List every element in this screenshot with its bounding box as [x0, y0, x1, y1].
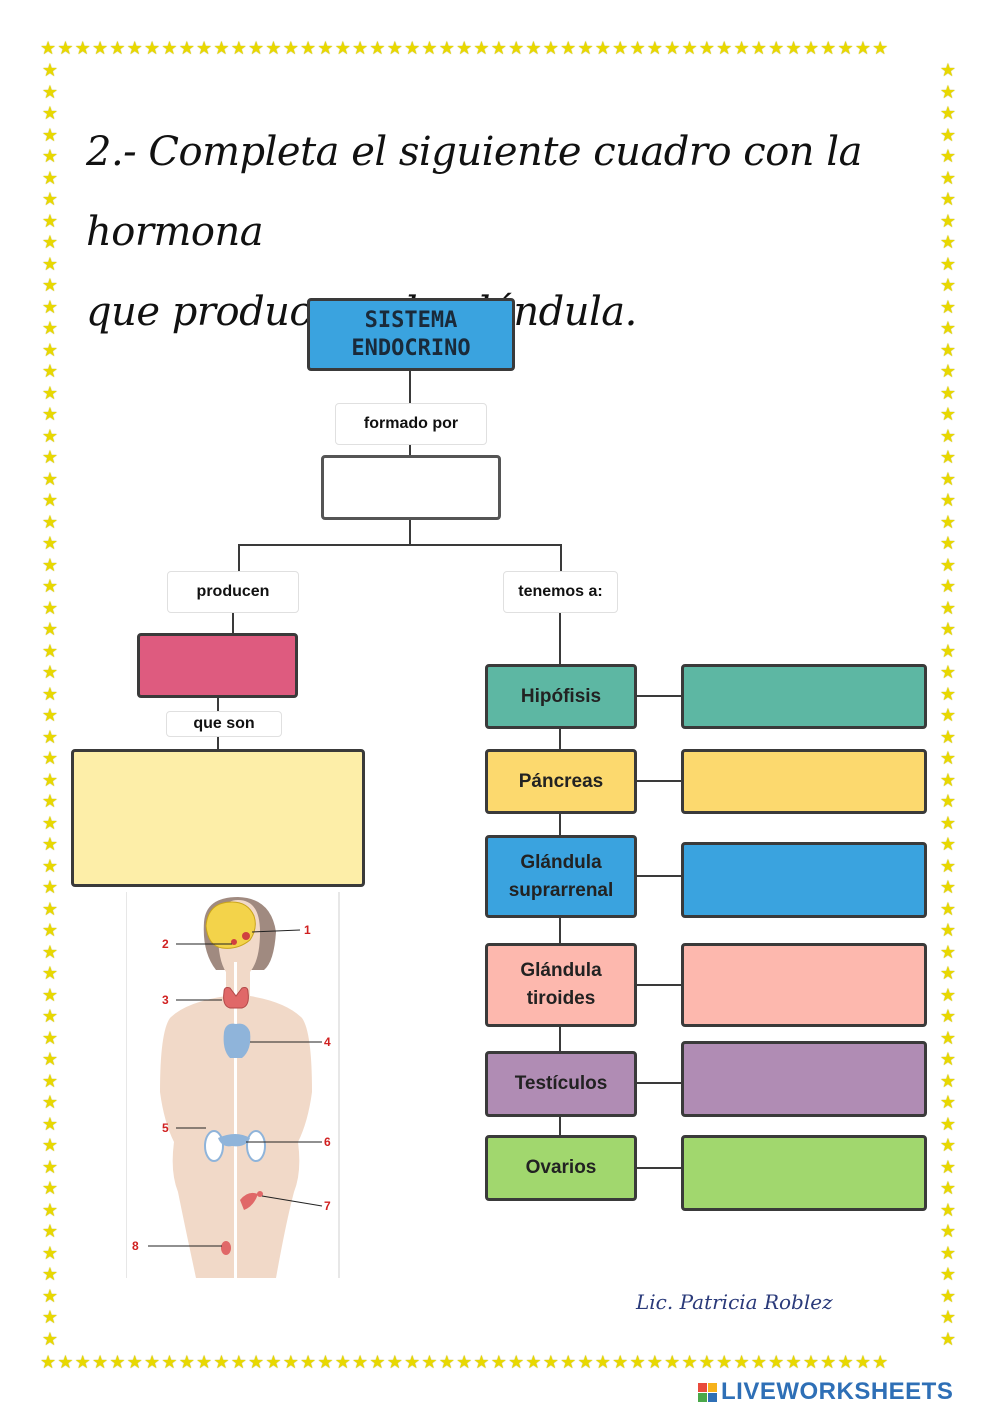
liveworksheets-brand[interactable]: LIVEWORKSHEETS	[698, 1378, 953, 1406]
figure-number-2: 2	[162, 937, 169, 951]
gland-pancreas: Páncreas	[485, 749, 637, 814]
gland-suprarrenal: Glándula suprarrenal	[485, 835, 637, 918]
liveworksheets-logo-icon	[698, 1382, 717, 1402]
gland-tiroides-label: Glándula tiroides	[520, 960, 602, 1009]
gland-hipofisis: Hipófisis	[485, 664, 637, 729]
figure-number-6: 6	[324, 1135, 331, 1149]
gland-ovarios: Ovarios	[485, 1135, 637, 1201]
star-border-bottom: ★★★★★★★★★★★★★★★★★★★★★★★★★★★★★★★★★★★★★★★★…	[40, 1352, 890, 1372]
connector-gland-3	[636, 875, 684, 877]
connector-gland-2	[636, 780, 684, 782]
gland-testiculos: Testículos	[485, 1051, 637, 1117]
gland-suprarrenal-label: Glándula suprarrenal	[508, 851, 614, 901]
label-tenemos: tenemos a:	[503, 571, 618, 613]
answer-box-definicion[interactable]	[71, 749, 365, 887]
connector-horizontal	[238, 544, 562, 546]
gland-ovarios-label: Ovarios	[525, 1157, 597, 1178]
brand-name: LIVEWORKSHEETS	[721, 1378, 954, 1405]
label-producen: producen	[167, 571, 299, 613]
answer-box-hormonas[interactable]	[137, 633, 298, 698]
connector-gland-5	[636, 1082, 684, 1084]
connector-gland-1	[636, 695, 684, 697]
answer-box-suprarrenal[interactable]	[681, 842, 927, 918]
figure-number-7: 7	[324, 1199, 331, 1213]
gland-hipofisis-label: Hipófisis	[520, 685, 602, 707]
answer-box-pancreas[interactable]	[681, 749, 927, 814]
title-line-1: 2.- Completa el siguiente cuadro con la …	[86, 129, 862, 255]
figure-number-1: 1	[304, 923, 311, 937]
connector-gland-6	[636, 1167, 684, 1169]
connector-producen	[232, 612, 234, 636]
root-node: SISTEMA ENDOCRINO	[307, 298, 515, 371]
answer-box-tiroides[interactable]	[681, 943, 927, 1027]
label-formado-por: formado por	[335, 403, 487, 445]
figure-number-3: 3	[162, 993, 169, 1007]
gland-pancreas-label: Páncreas	[518, 770, 604, 792]
figure-number-8: 8	[132, 1239, 139, 1253]
star-border-top: ★★★★★★★★★★★★★★★★★★★★★★★★★★★★★★★★★★★★★★★★…	[40, 38, 890, 58]
connector-right-drop	[560, 544, 562, 574]
figure-number-5: 5	[162, 1121, 169, 1135]
connector-root-down	[409, 518, 411, 546]
answer-box-glandulas[interactable]	[321, 455, 501, 520]
answer-box-hipofisis[interactable]	[681, 664, 927, 729]
answer-box-testiculos[interactable]	[681, 1041, 927, 1117]
connector-gland-4	[636, 984, 684, 986]
gland-testiculos-label: Testículos	[514, 1073, 608, 1094]
author-signature: Lic. Patricia Roblez	[636, 1290, 833, 1314]
star-border-left: ★★★★★★★★★★★★★★★★★★★★★★★★★★★★★★★★★★★★★★★★…	[41, 60, 59, 1349]
star-border-right: ★★★★★★★★★★★★★★★★★★★★★★★★★★★★★★★★★★★★★★★★…	[939, 60, 957, 1349]
label-que-son: que son	[166, 711, 282, 737]
root-label: SISTEMA ENDOCRINO	[351, 307, 471, 361]
exercise-title: 2.- Completa el siguiente cuadro con la …	[86, 112, 936, 352]
answer-box-ovarios[interactable]	[681, 1135, 927, 1211]
figure-number-4: 4	[324, 1035, 331, 1049]
gland-tiroides: Glándula tiroides	[485, 943, 637, 1027]
connector-left-drop	[238, 544, 240, 574]
endocrine-body-illustration: 1 2 3 4 5 6 7 8	[126, 892, 340, 1278]
